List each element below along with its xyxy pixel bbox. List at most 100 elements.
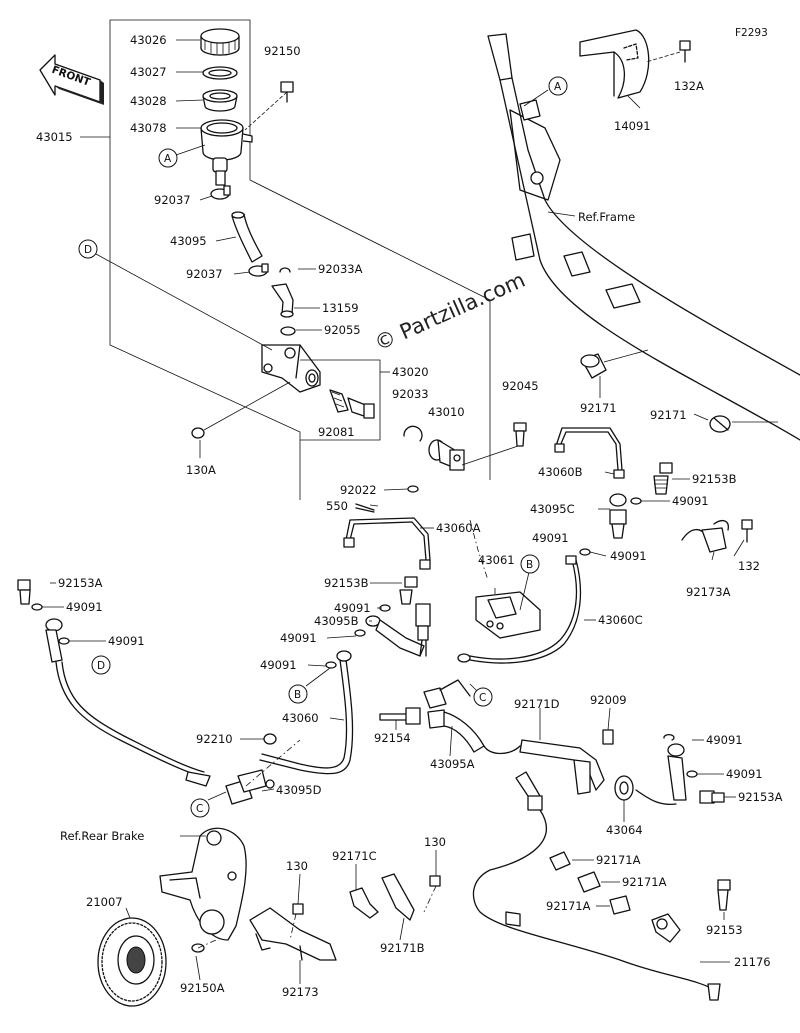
hose-43060 <box>259 650 354 775</box>
master-cylinder <box>261 344 321 393</box>
callout-D-upper: D <box>78 239 98 259</box>
bolt-130A <box>191 381 291 439</box>
part-label: 92153A <box>738 790 783 804</box>
bolt-92153 <box>717 879 731 911</box>
part-label: 92081 <box>318 425 355 439</box>
cotter-pin-550 <box>355 503 375 513</box>
bolt-92150 <box>244 81 294 131</box>
diagram-code: F2293 <box>735 27 768 39</box>
part-label: 49091 <box>280 631 317 645</box>
hose-43095A <box>427 709 521 755</box>
bracket-92171D <box>519 739 605 795</box>
part-label: 49091 <box>706 733 743 747</box>
part-label: 92022 <box>340 483 377 497</box>
part-label: 49091 <box>334 601 371 615</box>
part-label: 92154 <box>374 731 411 745</box>
connect-line <box>197 939 217 949</box>
svg-text:B: B <box>294 689 301 701</box>
svg-text:A: A <box>164 153 172 165</box>
part-label: 43010 <box>428 405 465 419</box>
part-label: 92153B <box>324 576 369 590</box>
part-label: 92009 <box>590 693 627 707</box>
clip-92171-upper <box>580 353 607 379</box>
ref-rear-brake-label: Ref.Rear Brake <box>60 829 144 843</box>
part-label: 43064 <box>606 823 643 837</box>
rod-43010 <box>428 439 465 471</box>
part-label: 92171A <box>546 899 591 913</box>
part-label: 43026 <box>130 33 167 47</box>
part-label: 43095 <box>170 234 207 248</box>
part-label: 49091 <box>532 531 569 545</box>
sensor-lead-21176 <box>472 771 721 1001</box>
part-label: 92173 <box>282 985 319 999</box>
part-label: 43095D <box>276 783 322 797</box>
part-label: 14091 <box>614 119 651 133</box>
part-label: 92153 <box>706 923 743 937</box>
bracket-92171B <box>381 873 415 921</box>
front-arrow-icon: FRONT <box>39 54 104 105</box>
bracket-92173A <box>681 519 729 553</box>
part-label: 49091 <box>66 600 103 614</box>
caliper-bracket <box>159 827 247 941</box>
pipe-43060A <box>343 517 431 570</box>
part-label: 43095B <box>314 614 359 628</box>
connect-line <box>245 739 301 787</box>
brake-disc-21007 <box>97 917 167 1007</box>
o-ring-92055 <box>280 326 296 336</box>
bolt-132 <box>741 519 753 543</box>
part-label: 92150 <box>264 44 301 58</box>
clamp-92037-lower <box>248 263 269 277</box>
part-label: 43060C <box>598 613 643 627</box>
part-label: 92150A <box>180 981 225 995</box>
bolt-92154 <box>379 707 421 725</box>
connect-line <box>423 885 437 913</box>
part-label: 49091 <box>260 658 297 672</box>
part-label: 92171A <box>596 853 641 867</box>
part-label: 21176 <box>734 955 771 969</box>
part-label: 43095A <box>430 757 475 771</box>
bolt-92153A-left <box>17 579 31 605</box>
callout-A-frame: A <box>548 76 568 96</box>
bolt-92153A-bottom <box>699 790 725 804</box>
assembly-bracket-43015 <box>80 19 491 500</box>
part-label: 43020 <box>392 365 429 379</box>
connect-line <box>289 913 297 941</box>
reservoir-cap <box>200 28 240 56</box>
bolt-130-upper <box>429 875 441 887</box>
part-label: 132 <box>738 559 760 573</box>
part-label: 43060A <box>436 521 481 535</box>
part-label: 49091 <box>726 767 763 781</box>
pipe-43060B <box>554 427 625 479</box>
callout-B-left: B <box>288 684 308 704</box>
part-label: 92171B <box>380 941 425 955</box>
part-labels: 43026 43027 43028 43078 43015 92150 9203… <box>36 33 783 999</box>
leader-lines <box>42 39 778 984</box>
grommet-43064 <box>614 775 634 801</box>
part-label: 92037 <box>154 193 191 207</box>
hose-left <box>45 618 211 787</box>
diaphragm <box>202 89 238 112</box>
bolt-92210 <box>263 733 277 745</box>
circlip-92033 <box>403 425 423 442</box>
part-label: 132A <box>674 79 704 93</box>
piston-kit-43020 <box>300 359 381 441</box>
part-label: 92171C <box>332 849 377 863</box>
part-label: 43015 <box>36 130 73 144</box>
svg-text:C: C <box>479 692 486 704</box>
callout-A-upper: A <box>158 148 178 168</box>
switch-fitting <box>415 603 431 657</box>
bolt-92153B-right <box>653 462 673 495</box>
part-label: 92037 <box>186 267 223 281</box>
callout-C-left: C <box>190 798 210 818</box>
diaphragm-plate <box>202 66 238 80</box>
part-label: 130A <box>186 463 216 477</box>
part-label: 92055 <box>324 323 361 337</box>
callout-B-right: B <box>520 554 540 574</box>
sensor-21176 <box>651 913 681 943</box>
part-label: 130 <box>424 835 446 849</box>
part-label: 13159 <box>322 301 359 315</box>
part-label: 43061 <box>478 553 515 567</box>
part-label: 92171 <box>580 401 617 415</box>
part-label: 43060B <box>538 465 583 479</box>
svg-text:D: D <box>97 660 105 672</box>
